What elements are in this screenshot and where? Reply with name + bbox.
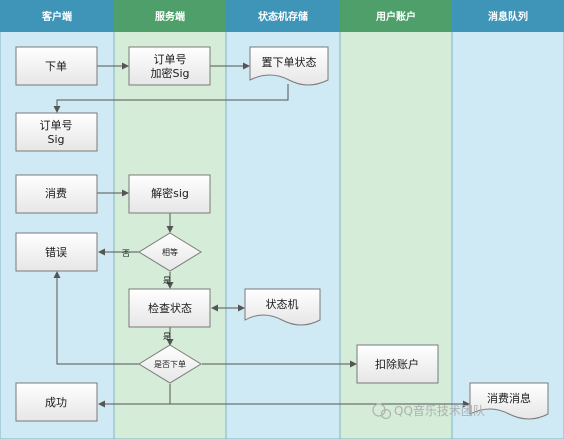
lane-header-bg <box>226 0 340 32</box>
watermark-text: QQ音乐技术团队 <box>394 403 485 418</box>
lane-title-server: 服务端 <box>155 10 185 23</box>
lane-message-queue <box>451 0 564 439</box>
label-no: 否 <box>122 249 130 258</box>
edge-ordered-to-error <box>53 271 139 365</box>
node-set-state-label: 置下单状态 <box>262 55 317 69</box>
decision-ordered: 是否下单 <box>138 344 202 384</box>
watermark: QQ音乐技术团队 <box>372 403 485 420</box>
lane-title-message-queue: 消息队列 <box>488 10 528 23</box>
node-state-machine: 状态机 <box>244 288 321 326</box>
decision-equal-label: 相等 <box>162 247 178 257</box>
node-check-state: 检查状态 <box>128 288 211 328</box>
node-encrypt-line1: 订单号 <box>154 53 187 66</box>
decision-ordered-label: 是否下单 <box>154 359 186 369</box>
node-decrypt-label: 解密sig <box>151 186 189 200</box>
node-error: 错误 <box>15 232 98 272</box>
node-deduct-account: 扣除账户 <box>356 344 439 384</box>
lane-title-user-account: 用户账户 <box>375 10 416 23</box>
node-order-label: 下单 <box>45 60 67 73</box>
node-consume-label: 消费 <box>45 186 67 200</box>
node-consume: 消费 <box>15 174 98 214</box>
node-state-machine-label: 状态机 <box>266 297 299 311</box>
lane-title-state-store: 状态机存储 <box>258 10 308 23</box>
node-consume-msg-label: 消费消息 <box>487 391 531 405</box>
node-decrypt-sig: 解密sig <box>128 174 211 214</box>
node-deduct-label: 扣除账户 <box>375 357 419 371</box>
label-yes-equal: 是 <box>163 276 171 285</box>
lane-header-bg <box>452 0 564 32</box>
node-encrypt-line2: 加密Sig <box>150 66 189 80</box>
node-consume-message: 消费消息 <box>469 382 549 420</box>
label-yes-ordered: 是 <box>163 332 171 341</box>
node-check-label: 检查状态 <box>148 301 192 315</box>
lane-header-bg <box>340 0 452 32</box>
wechat-icon-small <box>380 408 392 420</box>
decision-equal: 相等 <box>138 232 202 272</box>
edge-setstate-to-ordersig <box>53 84 289 113</box>
node-success: 成功 <box>15 382 98 422</box>
node-order: 下单 <box>15 46 98 86</box>
connectors <box>53 62 470 408</box>
lane-header-bg <box>114 0 226 32</box>
node-set-order-state: 置下单状态 <box>249 46 329 86</box>
node-ordersig-line1: 订单号 <box>40 119 73 132</box>
node-error-label: 错误 <box>45 245 67 259</box>
lane-title-client: 客户端 <box>41 10 72 23</box>
node-encrypt-sig: 订单号 加密Sig <box>128 46 211 86</box>
node-order-sig: 订单号 Sig <box>15 112 98 152</box>
node-ordersig-line2: Sig <box>47 133 64 146</box>
lane-header-bg <box>0 0 114 32</box>
node-success-label: 成功 <box>45 396 67 409</box>
